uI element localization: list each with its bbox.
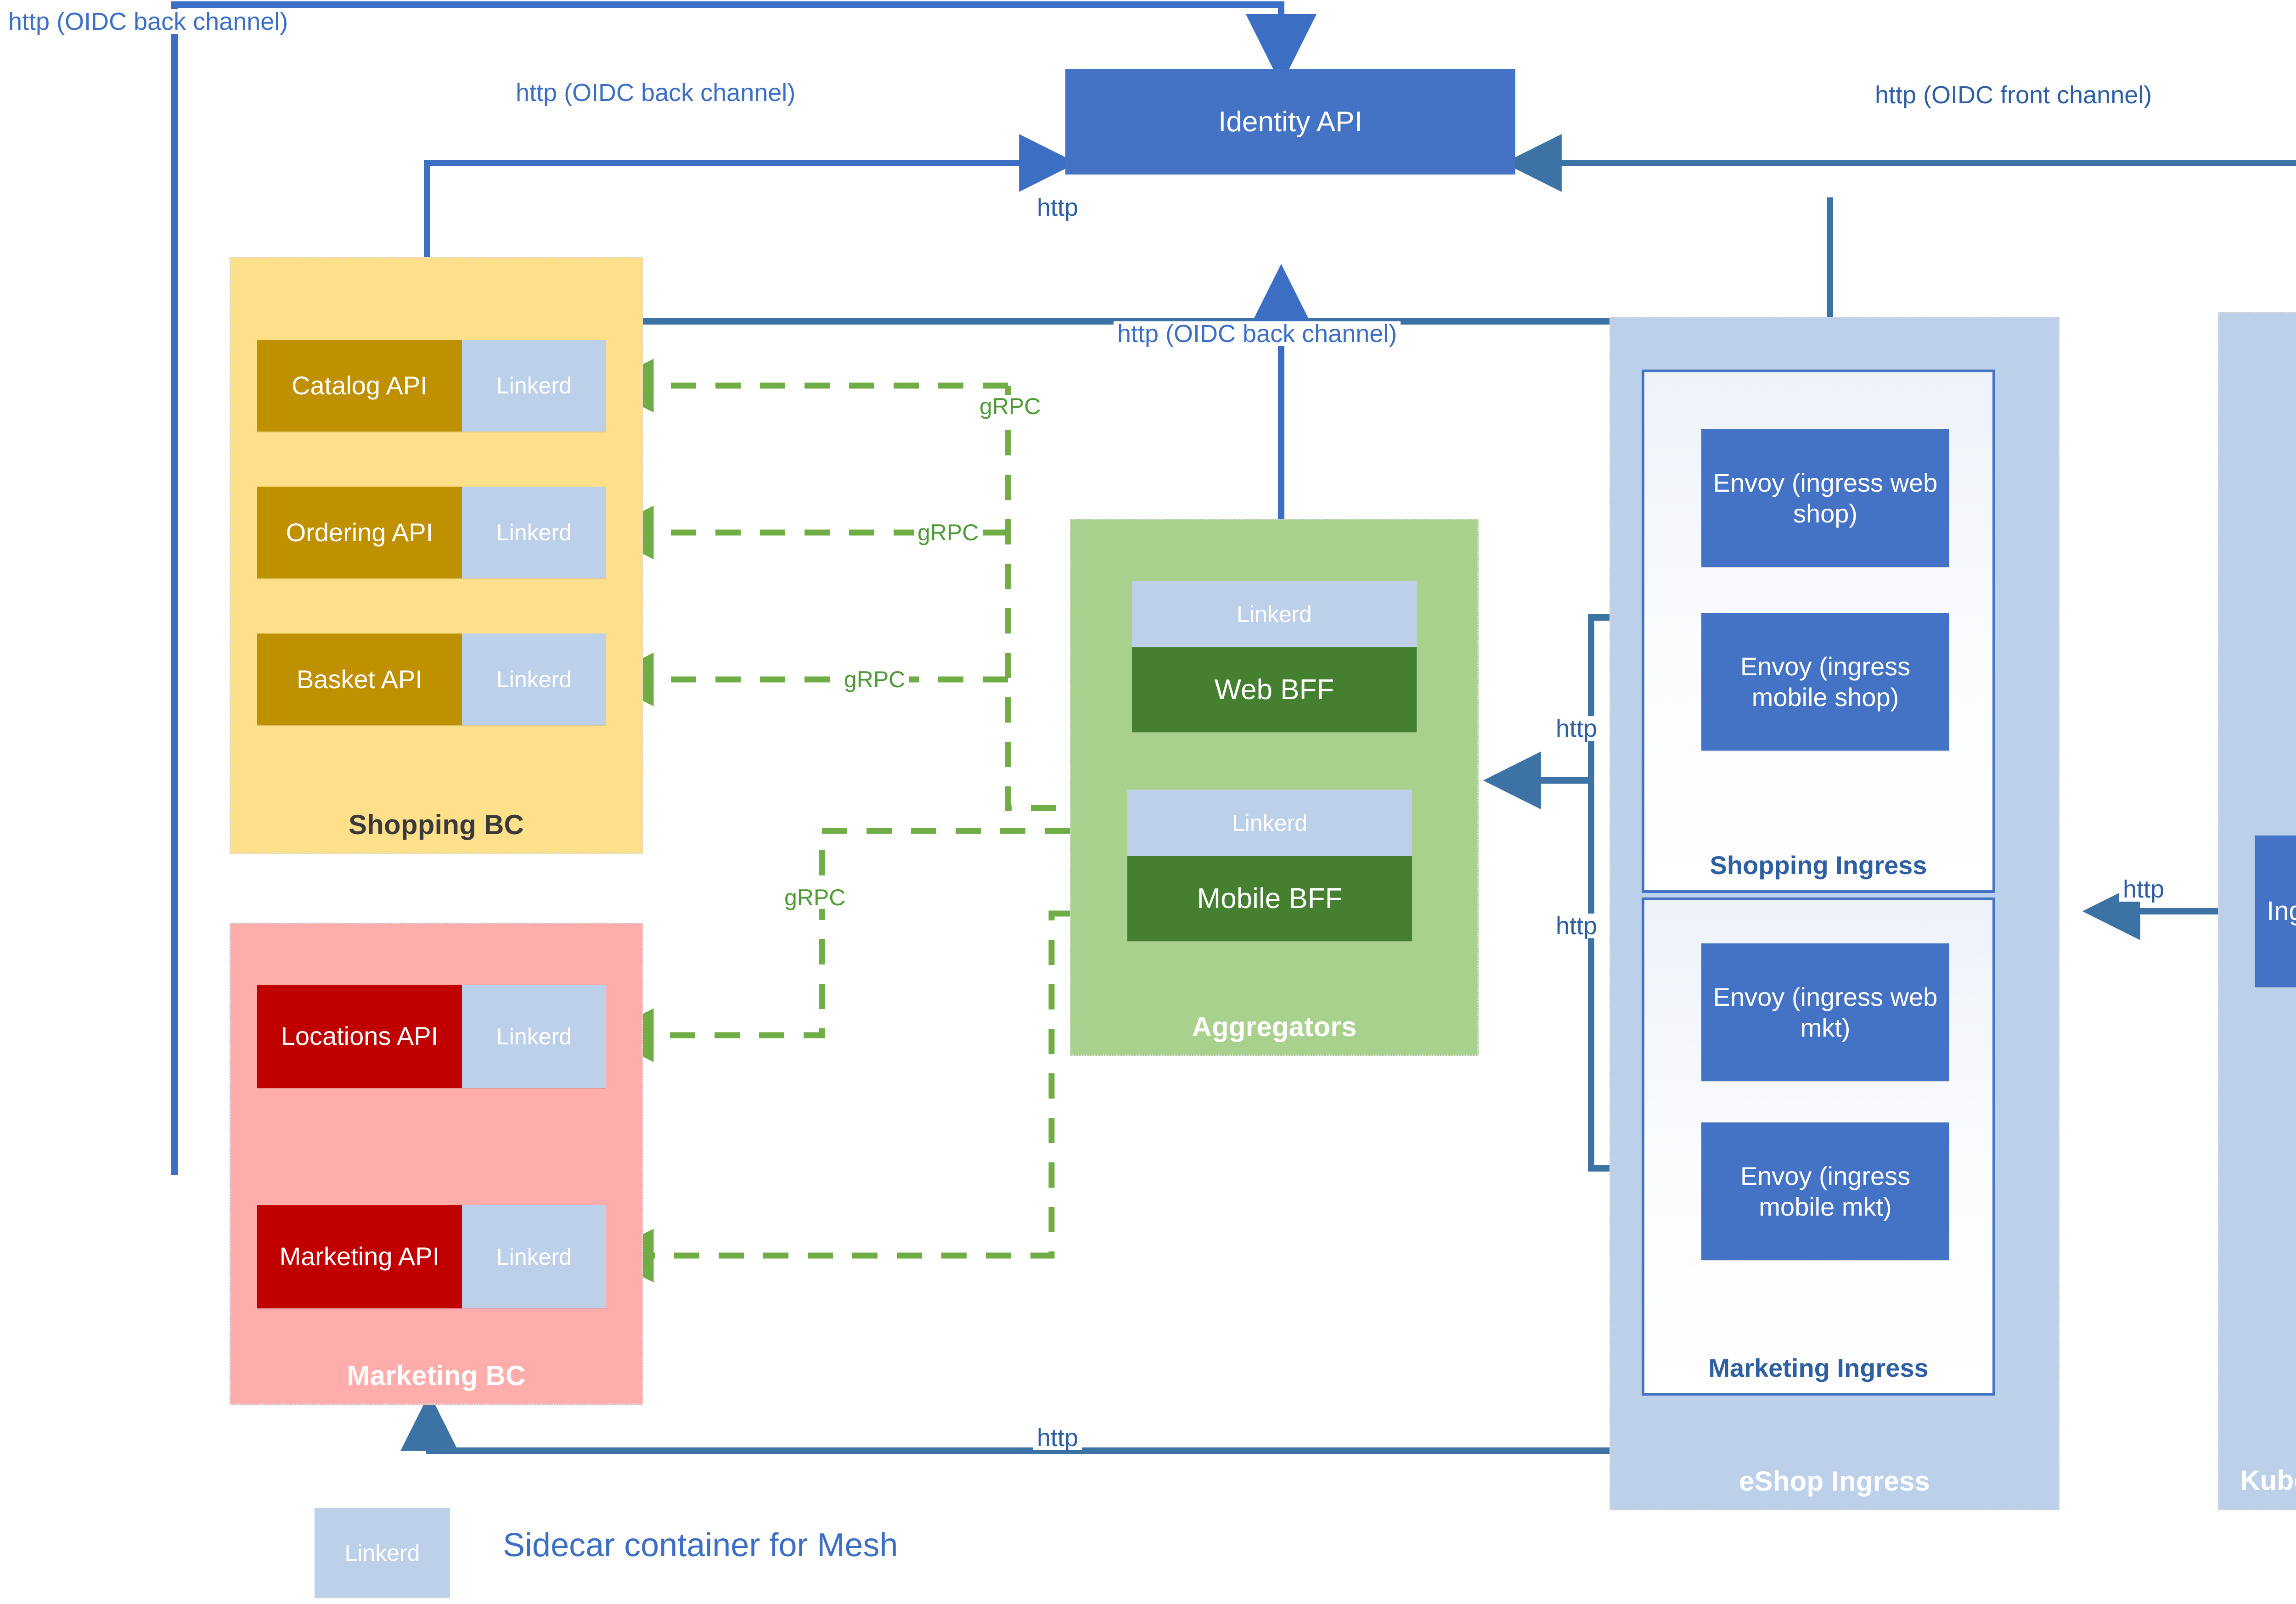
basket-api-label: Basket API xyxy=(257,634,462,725)
mobile-bff-label: Mobile BFF xyxy=(1127,856,1412,941)
ordering-api-service[interactable]: Ordering API Linkerd xyxy=(257,487,606,578)
shopping-ingress-title: Shopping Ingress xyxy=(1710,851,1927,880)
label-http-marketing-ingress: http xyxy=(1552,914,1601,938)
marketing-ingress-title: Marketing Ingress xyxy=(1708,1353,1929,1382)
envoy-ingress-web-shop[interactable]: Envoy (ingress web shop) xyxy=(1701,429,1949,567)
marketing-bc-title: Marketing BC xyxy=(347,1360,526,1391)
ingress-controller-node[interactable]: Ingress Controller xyxy=(2255,836,2296,987)
web-bff-pod[interactable]: Linkerd Web BFF xyxy=(1132,581,1417,732)
label-grpc-basket: gRPC xyxy=(840,668,909,691)
marketing-api-label: Marketing API xyxy=(257,1205,462,1308)
basket-api-service[interactable]: Basket API Linkerd xyxy=(257,634,606,725)
mobile-bff-pod[interactable]: Linkerd Mobile BFF xyxy=(1127,790,1412,941)
locations-api-service[interactable]: Locations API Linkerd xyxy=(257,985,606,1088)
label-http-shopping-ingress: http xyxy=(1552,716,1601,741)
ordering-api-label: Ordering API xyxy=(257,487,462,578)
locations-api-label: Locations API xyxy=(257,985,462,1088)
label-grpc-marketing: gRPC xyxy=(781,886,850,909)
label-oidc-back-channel-top-left: http (OIDC back channel) xyxy=(5,9,292,34)
marketing-api-sidecar: Linkerd xyxy=(461,1205,606,1308)
label-grpc-ordering: gRPC xyxy=(914,521,983,544)
envoy-ingress-web-mkt[interactable]: Envoy (ingress web mkt) xyxy=(1701,943,1949,1081)
label-grpc-catalog: gRPC xyxy=(976,395,1045,418)
label-oidc-back-channel-top-mid: http (OIDC back channel) xyxy=(512,80,799,105)
web-bff-sidecar: Linkerd xyxy=(1132,581,1417,648)
label-http-mid: http xyxy=(1033,195,1082,220)
catalog-api-label: Catalog API xyxy=(257,340,462,432)
locations-api-sidecar: Linkerd xyxy=(461,985,606,1088)
label-http-to-ingress-controller: http xyxy=(2119,877,2168,902)
legend-sidecar-chip: Linkerd xyxy=(315,1508,450,1598)
mobile-bff-sidecar: Linkerd xyxy=(1127,790,1412,857)
legend-sidecar-text: Sidecar container for Mesh xyxy=(503,1527,898,1564)
catalog-api-sidecar: Linkerd xyxy=(461,340,606,432)
kubernetes-ingress-title: Kubernetes ingress xyxy=(2240,1465,2296,1496)
identity-api-node[interactable]: Identity API xyxy=(1065,69,1515,174)
envoy-ingress-mobile-mkt[interactable]: Envoy (ingress mobile mkt) xyxy=(1701,1122,1949,1260)
envoy-ingress-mobile-shop[interactable]: Envoy (ingress mobile shop) xyxy=(1701,613,1949,751)
marketing-api-service[interactable]: Marketing API Linkerd xyxy=(257,1205,606,1308)
web-bff-label: Web BFF xyxy=(1132,647,1417,732)
aggregators-title: Aggregators xyxy=(1192,1011,1357,1042)
basket-api-sidecar: Linkerd xyxy=(461,634,606,725)
label-oidc-back-channel-center: http (OIDC back channel) xyxy=(1114,321,1401,346)
label-oidc-front-channel: http (OIDC front channel) xyxy=(1871,83,2156,107)
eshop-ingress-title: eShop Ingress xyxy=(1739,1466,1930,1497)
label-http-bottom: http xyxy=(1033,1425,1082,1450)
shopping-bc-title: Shopping BC xyxy=(348,809,524,840)
catalog-api-service[interactable]: Catalog API Linkerd xyxy=(257,340,606,432)
ordering-api-sidecar: Linkerd xyxy=(461,487,606,578)
